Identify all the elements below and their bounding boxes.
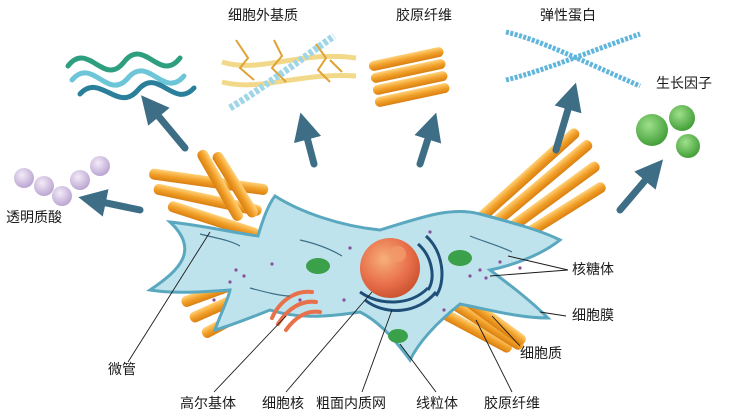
label-hyaluronic-acid: 透明质酸 bbox=[6, 210, 62, 226]
leader-lines bbox=[127, 231, 569, 393]
growth-factor-cluster bbox=[636, 105, 700, 158]
protein-helix bbox=[65, 51, 197, 101]
label-rough-er: 粗面内质网 bbox=[316, 396, 386, 412]
cell-body bbox=[145, 193, 563, 363]
microtubules bbox=[199, 233, 513, 297]
label-collagen-bottom: 胶原纤维 bbox=[484, 396, 540, 412]
label-golgi: 高尔基体 bbox=[180, 396, 236, 412]
label-collagen-top: 胶原纤维 bbox=[396, 8, 452, 24]
label-cell-membrane: 细胞膜 bbox=[572, 308, 614, 324]
label-ribosome: 核糖体 bbox=[572, 262, 614, 278]
label-elastin: 弹性蛋白 bbox=[540, 8, 596, 24]
golgi-apparatus bbox=[270, 289, 322, 332]
label-growth-factor: 生长因子 bbox=[656, 76, 712, 92]
collagen-fibers-left bbox=[149, 149, 269, 239]
arrows bbox=[78, 82, 664, 217]
nucleus bbox=[360, 238, 420, 298]
label-cytoplasm: 细胞质 bbox=[520, 346, 562, 362]
label-microtubule: 微管 bbox=[108, 362, 136, 378]
elastin-illustration bbox=[505, 29, 641, 89]
ecm-illustration bbox=[221, 33, 357, 112]
label-ecm: 细胞外基质 bbox=[228, 8, 298, 24]
ribosomes bbox=[212, 230, 522, 312]
label-mitochondria: 线粒体 bbox=[416, 396, 458, 412]
rough-er bbox=[359, 234, 444, 312]
hyaluronic-acid-cluster bbox=[14, 156, 110, 206]
label-nucleus: 细胞核 bbox=[262, 396, 304, 412]
mitochondria bbox=[306, 250, 472, 343]
collagen-bundle-top bbox=[368, 47, 450, 107]
